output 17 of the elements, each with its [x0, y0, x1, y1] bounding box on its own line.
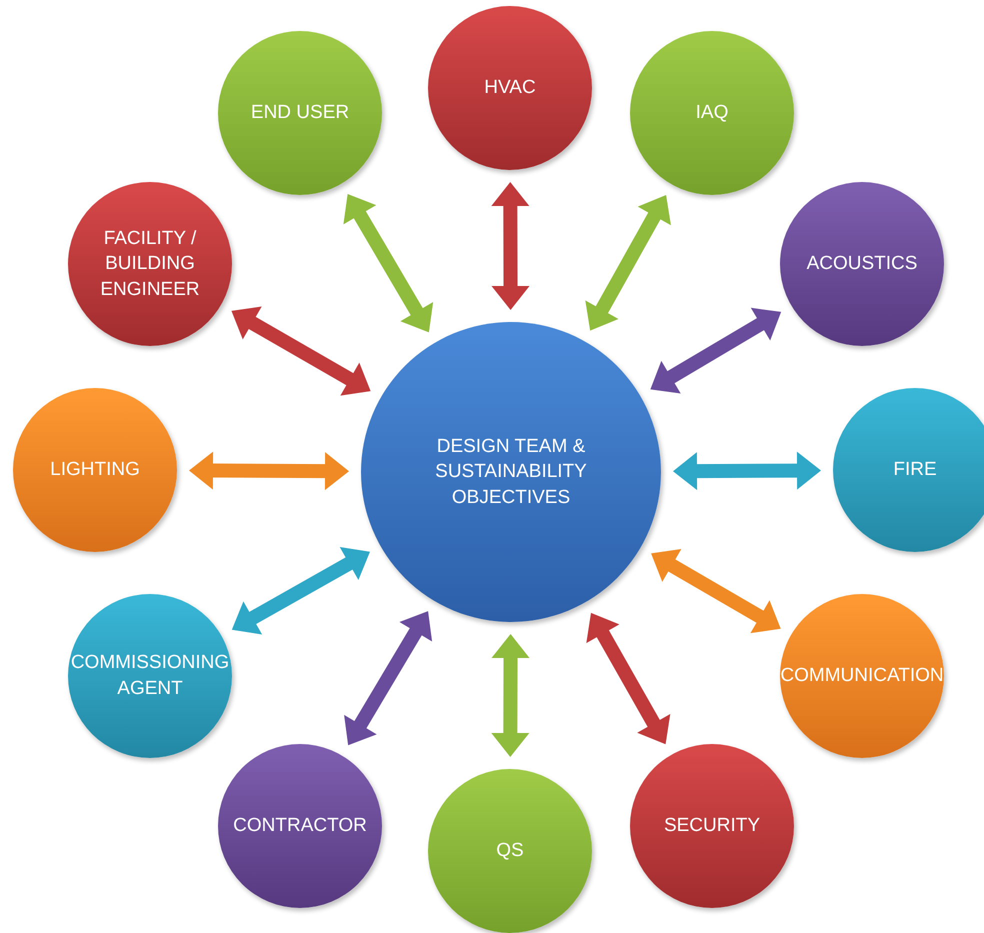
circle-label: FIRE [893, 458, 937, 482]
circle-label: END USER [250, 101, 350, 126]
circle-label: COMMISSIONING AGENT [70, 651, 230, 701]
circle-label: COMMUNICATION [780, 664, 944, 688]
circle-label: IAQ [696, 101, 728, 126]
circle-label: SECURITY [664, 814, 760, 838]
double-arrow [188, 452, 350, 490]
circle-label: FACILITY / BUILDING ENGINEER [99, 226, 201, 302]
double-arrow [672, 452, 822, 490]
circle-label: HVAC [484, 76, 536, 100]
double-arrow [491, 634, 530, 757]
circle-label: LIGHTING [50, 458, 140, 482]
circle-label: DESIGN TEAM & SUSTAINABILITY OBJECTIVES [434, 434, 588, 510]
circle-label: CONTRACTOR [233, 814, 367, 838]
circle-label: ACOUSTICS [806, 252, 918, 276]
circle-label: QS [496, 839, 524, 864]
double-arrow [491, 182, 530, 310]
